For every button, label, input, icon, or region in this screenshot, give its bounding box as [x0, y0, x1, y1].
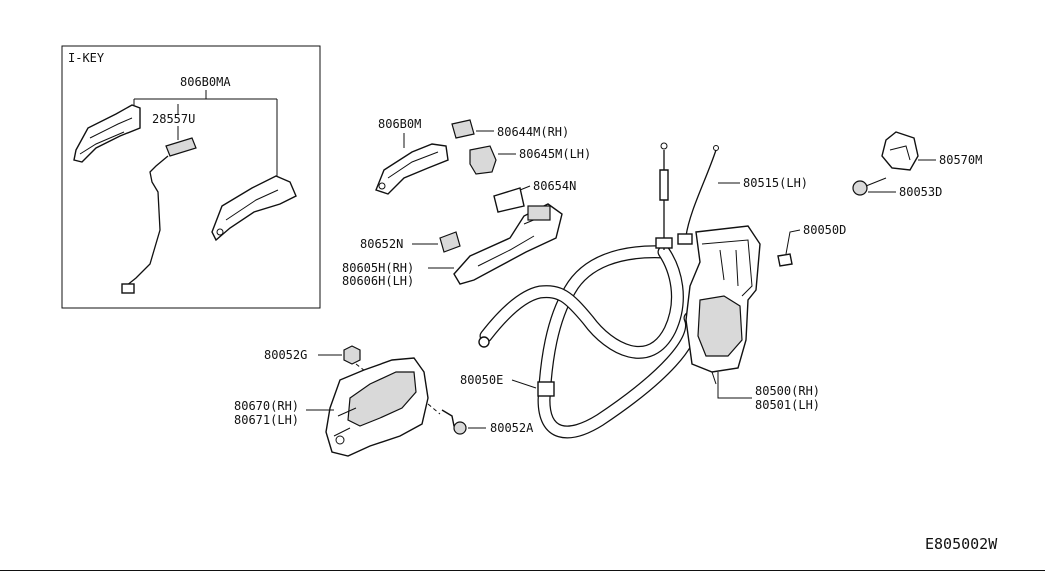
screw-80053d [852, 180, 868, 196]
label-806b0m: 806B0M [378, 117, 421, 131]
leader-806b0ma [133, 90, 278, 182]
screw-80050d [777, 253, 793, 267]
label-80500: 80500(RH) [755, 384, 820, 398]
inside-handle-group: 80052G 80670(RH) 80671(LH) 80052A [234, 345, 534, 457]
clip-80052g [343, 345, 361, 365]
leader-80500 [717, 372, 752, 399]
label-80501: 80501(LH) [755, 398, 820, 412]
sensor-harness [125, 155, 169, 287]
outer-handle-ikey-upper [73, 104, 141, 163]
label-80652n: 80652N [360, 237, 403, 251]
label-80050d: 80050D [803, 223, 846, 237]
label-80671: 80671(LH) [234, 413, 299, 427]
door-lock-assembly: 80500(RH) 80501(LH) 80050D [685, 223, 846, 412]
outer-handle-ikey-lower [211, 175, 297, 242]
inset-frame [61, 45, 321, 309]
label-80050e: 80050E [460, 373, 503, 387]
striker-80570m [881, 131, 919, 171]
cable-80515 [685, 149, 717, 237]
i-key-inset: I-KEY 806B0MA 28557U [61, 45, 321, 309]
label-80606h: 80606H(LH) [342, 274, 414, 288]
label-80645m: 80645M(LH) [519, 147, 591, 161]
handle-cap-lh [469, 145, 497, 175]
cable-hoses: 80515(LH) 80050E [460, 142, 808, 439]
label-80053d: 80053D [899, 185, 942, 199]
outer-handle [375, 143, 449, 195]
label-80605h: 80605H(RH) [342, 261, 414, 275]
label-28557u: 28557U [152, 112, 195, 126]
handle-cap-rh [451, 119, 475, 139]
striker-group: 80570M 80053D [852, 131, 982, 199]
gasket-80654n [493, 187, 525, 213]
label-80052g: 80052G [264, 348, 307, 362]
label-80570m: 80570M [939, 153, 982, 167]
diagram-code: E805002W [925, 535, 998, 553]
label-80670: 80670(RH) [234, 399, 299, 413]
outer-handle-group: 806B0M 80644M(RH) 80645M(LH) 80654N 8065… [342, 117, 591, 288]
harness-connector [121, 283, 135, 294]
clip-80050e [537, 381, 555, 397]
i-key-sensor [165, 137, 197, 157]
gasket-80652n [439, 231, 461, 253]
label-80515: 80515(LH) [743, 176, 808, 190]
label-80654n: 80654N [533, 179, 576, 193]
label-806b0ma: 806B0MA [180, 75, 231, 89]
label-80052a: 80052A [490, 421, 534, 435]
label-80644m: 80644M(RH) [497, 125, 569, 139]
inset-title: I-KEY [68, 51, 105, 65]
